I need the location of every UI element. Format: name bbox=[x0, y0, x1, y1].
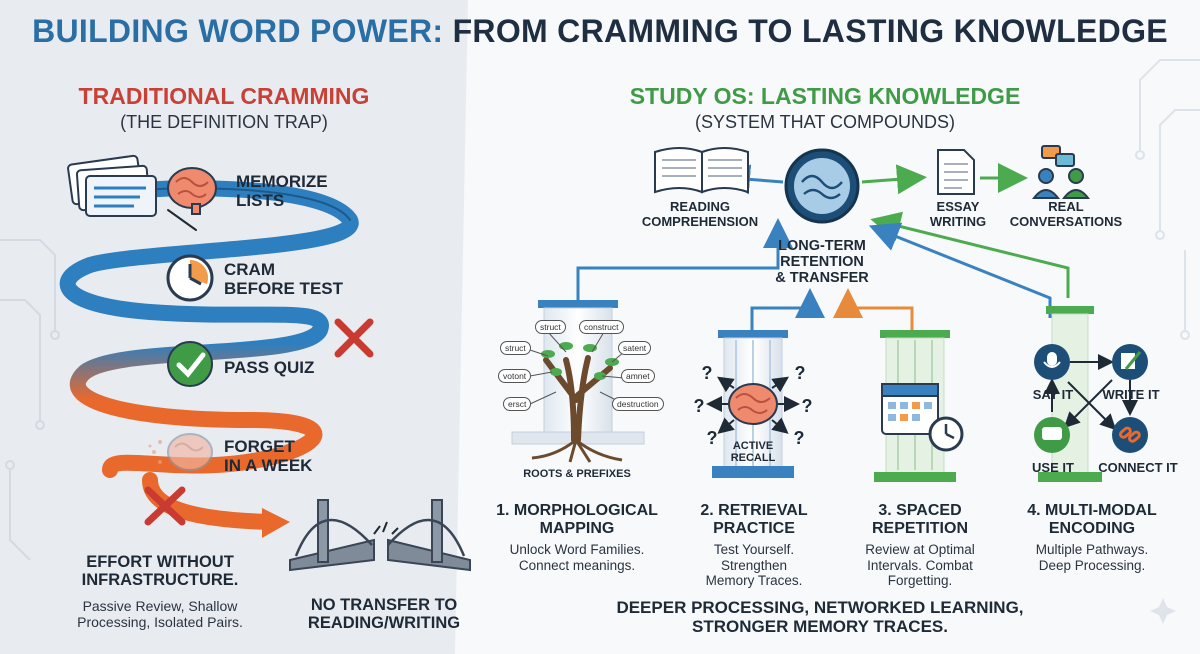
step-memorize: MEMORIZE LISTS bbox=[236, 172, 328, 211]
word-tag: construct bbox=[579, 320, 624, 334]
retention-hub-icon bbox=[784, 148, 860, 224]
pillar-4-desc: Multiple Pathways. Deep Processing. bbox=[1035, 542, 1149, 573]
pillar-3-desc: Review at Optimal Intervals. Combat Forg… bbox=[865, 542, 975, 589]
broken-bridge-icon bbox=[289, 499, 471, 572]
no-transfer-label: NO TRANSFER TO READING/WRITING bbox=[307, 596, 461, 633]
sparkle-icon bbox=[1150, 598, 1176, 624]
checkmark-icon bbox=[167, 341, 213, 387]
left-subheading: (THE DEFINITION TRAP) bbox=[120, 112, 328, 132]
pillar-3-title: 3. SPACED REPETITION bbox=[871, 502, 968, 537]
effort-title: EFFORT WITHOUT INFRASTRUCTURE. bbox=[81, 553, 239, 590]
word-tag: ersct bbox=[503, 397, 532, 411]
x-mark-icon bbox=[334, 318, 374, 358]
word-tag: struct bbox=[500, 341, 531, 355]
active-recall-label: ACTIVE RECALL bbox=[730, 440, 776, 465]
word-tag: satent bbox=[618, 341, 652, 355]
brain-icon bbox=[167, 167, 217, 215]
document-icon bbox=[937, 149, 975, 195]
question-mark: ? bbox=[701, 363, 713, 383]
output-conversations: REAL CONVERSATIONS bbox=[1009, 199, 1123, 229]
word-tag: votont bbox=[498, 369, 532, 383]
title-part-1: BUILDING WORD POWER: bbox=[32, 13, 444, 49]
center-retention-label: LONG-TERM RETENTION & TRANSFER bbox=[775, 238, 869, 287]
word-tag: destruction bbox=[612, 397, 664, 411]
people-chat-icon bbox=[1031, 145, 1091, 199]
mode-say-it: SAY IT bbox=[1032, 387, 1074, 402]
flashcards-icon bbox=[67, 154, 157, 217]
mode-use-it: USE IT bbox=[1032, 460, 1074, 475]
left-heading: TRADITIONAL CRAMMING bbox=[78, 83, 370, 109]
circuit-decoration-left bbox=[0, 239, 60, 561]
footer-summary: DEEPER PROCESSING, NETWORKED LEARNING, S… bbox=[616, 598, 1024, 637]
pillar-2-desc: Test Yourself. Strengthen Memory Traces. bbox=[705, 542, 803, 589]
tree-icon bbox=[529, 331, 625, 463]
title-part-2: FROM CRAMMING TO LASTING KNOWLEDGE bbox=[452, 13, 1168, 49]
pillar-1-desc: Unlock Word Families. Connect meanings. bbox=[509, 542, 645, 573]
pillar-2-title: 2. RETRIEVAL PRACTICE bbox=[700, 502, 808, 537]
calendar-clock-icon bbox=[881, 383, 964, 452]
question-mark: ? bbox=[801, 396, 813, 416]
right-heading: STUDY OS: LASTING KNOWLEDGE bbox=[629, 83, 1021, 109]
mode-write-it: WRITE IT bbox=[1102, 387, 1160, 402]
pillar-1-title: 1. MORPHOLOGICAL MAPPING bbox=[496, 502, 658, 537]
word-tag: struct bbox=[535, 320, 566, 334]
step-pass-quiz: PASS QUIZ bbox=[224, 358, 315, 377]
mode-connect-it: CONNECT IT bbox=[1098, 460, 1178, 475]
page-title: BUILDING WORD POWER: FROM CRAMMING TO LA… bbox=[0, 13, 1200, 50]
question-mark: ? bbox=[794, 363, 806, 383]
output-reading: READING COMPREHENSION bbox=[641, 199, 759, 229]
right-subheading: (SYSTEM THAT COMPOUNDS) bbox=[694, 112, 955, 132]
word-tag: amnet bbox=[621, 369, 655, 383]
modes-network bbox=[1034, 344, 1148, 453]
clock-icon bbox=[166, 254, 214, 302]
fading-brain-icon bbox=[148, 433, 213, 471]
step-forget: FORGET IN A WEEK bbox=[224, 437, 313, 476]
question-mark: ? bbox=[706, 428, 718, 448]
question-mark: ? bbox=[693, 396, 705, 416]
brain-question-icon bbox=[706, 376, 800, 434]
step-cram: CRAM BEFORE TEST bbox=[224, 260, 344, 299]
effort-text: Passive Review, Shallow Processing, Isol… bbox=[77, 598, 243, 631]
circuit-decoration-right bbox=[1135, 59, 1200, 340]
roots-prefixes-label: ROOTS & PREFIXES bbox=[523, 468, 631, 480]
x-mark-icon bbox=[144, 486, 186, 526]
question-mark: ? bbox=[793, 428, 805, 448]
pillar-4-title: 4. MULTI-MODAL ENCODING bbox=[1027, 502, 1157, 537]
output-essay: ESSAY WRITING bbox=[929, 199, 987, 229]
book-icon bbox=[654, 147, 749, 194]
